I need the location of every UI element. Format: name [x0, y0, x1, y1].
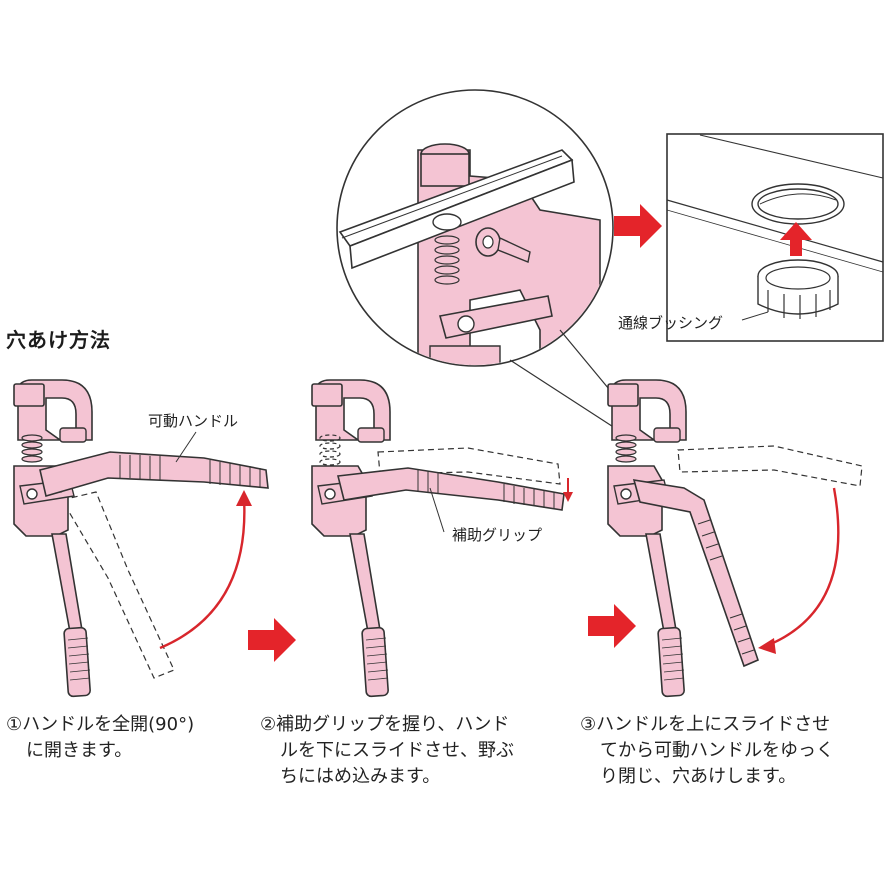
tool-step-3: [607, 379, 863, 698]
right-arrow-icon: [248, 618, 296, 662]
curved-arrow-icon: [765, 487, 840, 648]
step-2-line-1: ②補助グリップを握り、ハンド: [260, 714, 510, 735]
step-3-line-2: てから可動ハンドルをゆっく: [600, 740, 834, 761]
up-arrow-icon: [780, 222, 812, 256]
step-2-text: ②補助グリップを握り、ハンド ルを下にスライドさせ、野ぶ ちにはめ込みます。: [260, 712, 514, 790]
tool-step-2: [311, 379, 573, 698]
step-3-line-1: ③ハンドルを上にスライドさせ: [580, 714, 831, 735]
step-3-line-3: り閉じ、穴あけします。: [600, 766, 797, 787]
curved-arrow-icon: [159, 497, 246, 650]
bushing-detail-box: [666, 133, 884, 342]
step-2-line-2: ルを下にスライドさせ、野ぶ: [280, 740, 514, 761]
step-3-text: ③ハンドルを上にスライドさせ てから可動ハンドルをゆっく り閉じ、穴あけします。: [580, 712, 834, 790]
label-aux-grip: 補助グリップ: [452, 526, 543, 544]
page-title: 穴あけ方法: [6, 328, 111, 352]
step-1-line-2: に開きます。: [26, 740, 133, 761]
detail-circle-illustration: [336, 89, 629, 431]
right-arrow-icon: [588, 604, 636, 648]
step-2-line-3: ちにはめ込みます。: [280, 766, 441, 787]
step-1-line-1: ①ハンドルを全開(90°): [6, 714, 195, 735]
tool-step-1: [13, 379, 269, 698]
right-arrow-icon: [614, 204, 662, 248]
step-1-text: ①ハンドルを全開(90°) に開きます。: [6, 712, 194, 764]
label-movable-handle: 可動ハンドル: [148, 412, 239, 430]
label-bushing: 通線ブッシング: [618, 314, 724, 332]
